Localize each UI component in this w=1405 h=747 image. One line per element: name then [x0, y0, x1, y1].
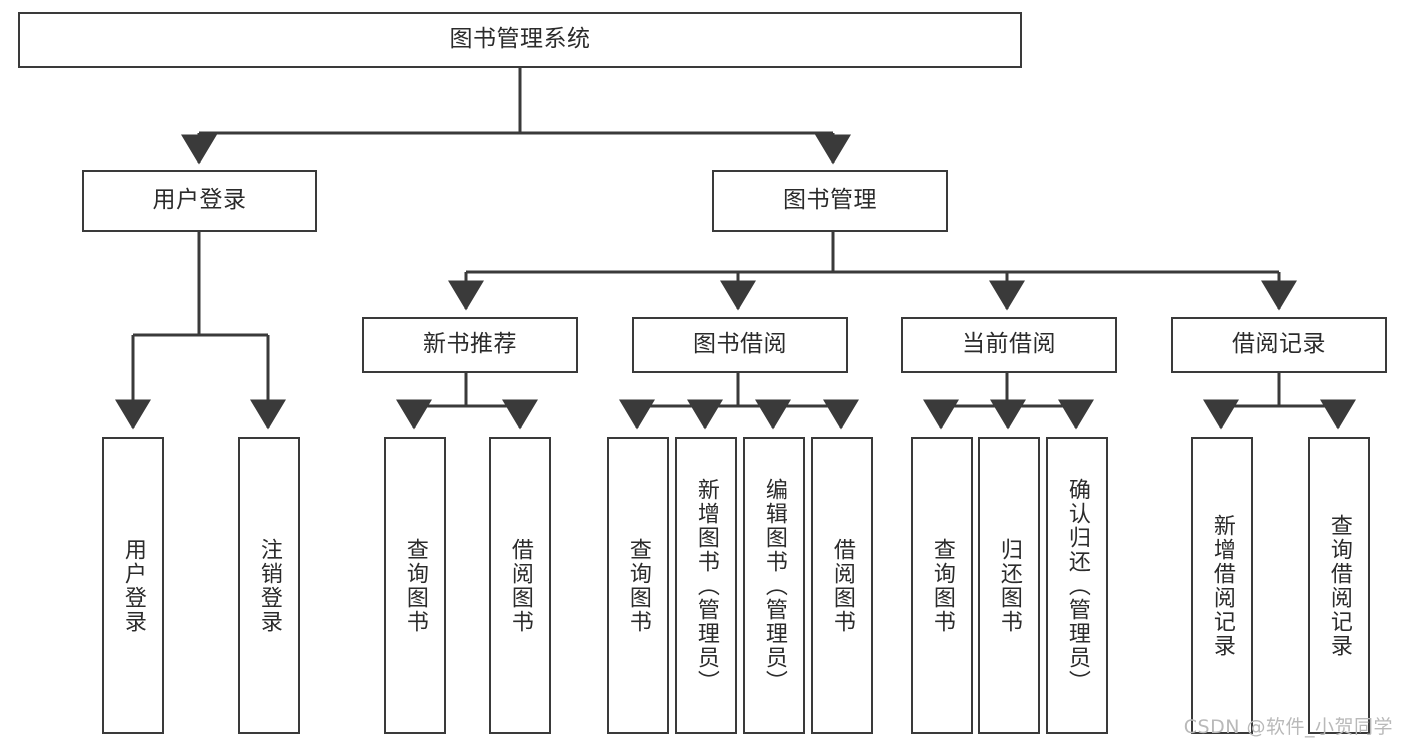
node-label: 用户登录	[120, 537, 146, 634]
node-root-book-management-system[interactable]: 图书管理系统	[18, 12, 1022, 68]
node-label: 归还图书	[996, 537, 1022, 634]
leaf-user-login[interactable]: 用户登录	[102, 437, 164, 734]
node-label: 图书借阅	[693, 331, 787, 358]
leaf-logout-login[interactable]: 注销登录	[238, 437, 300, 734]
node-label: 查询图书	[402, 537, 428, 634]
node-new-book-recommend[interactable]: 新书推荐	[362, 317, 578, 373]
leaf-borrow-book-2[interactable]: 借阅图书	[811, 437, 873, 734]
leaf-add-book-admin[interactable]: 新增图书（管理员）	[675, 437, 737, 734]
node-label: 图书管理系统	[449, 26, 591, 53]
node-label: 当前借阅	[962, 331, 1056, 358]
node-label: 查询图书	[929, 537, 955, 634]
node-label: 新增借阅记录	[1209, 513, 1235, 658]
leaf-edit-book-admin[interactable]: 编辑图书（管理员）	[743, 437, 805, 734]
leaf-add-borrow-record[interactable]: 新增借阅记录	[1191, 437, 1253, 734]
node-label: 用户登录	[152, 187, 247, 214]
leaf-confirm-return-admin[interactable]: 确认归还（管理员）	[1046, 437, 1108, 734]
leaf-query-book-2[interactable]: 查询图书	[607, 437, 669, 734]
node-user-login[interactable]: 用户登录	[82, 170, 317, 232]
node-label: 注销登录	[256, 537, 282, 634]
node-label: 编辑图书（管理员）	[761, 477, 787, 694]
node-label: 确认归还（管理员）	[1064, 477, 1090, 694]
node-book-manage[interactable]: 图书管理	[712, 170, 948, 232]
leaf-return-book[interactable]: 归还图书	[978, 437, 1040, 734]
node-label: 查询图书	[625, 537, 651, 634]
leaf-query-book-3[interactable]: 查询图书	[911, 437, 973, 734]
leaf-borrow-book-1[interactable]: 借阅图书	[489, 437, 551, 734]
node-label: 借阅图书	[507, 537, 533, 634]
node-label: 新增图书（管理员）	[693, 477, 719, 694]
node-current-borrow[interactable]: 当前借阅	[901, 317, 1117, 373]
node-label: 图书管理	[783, 187, 877, 214]
node-borrow-record[interactable]: 借阅记录	[1171, 317, 1387, 373]
leaf-query-borrow-record[interactable]: 查询借阅记录	[1308, 437, 1370, 734]
node-label: 新书推荐	[423, 331, 517, 358]
node-label: 借阅图书	[829, 537, 855, 634]
leaf-query-book-1[interactable]: 查询图书	[384, 437, 446, 734]
node-label: 查询借阅记录	[1326, 513, 1352, 658]
node-book-borrow[interactable]: 图书借阅	[632, 317, 848, 373]
node-label: 借阅记录	[1232, 331, 1326, 358]
